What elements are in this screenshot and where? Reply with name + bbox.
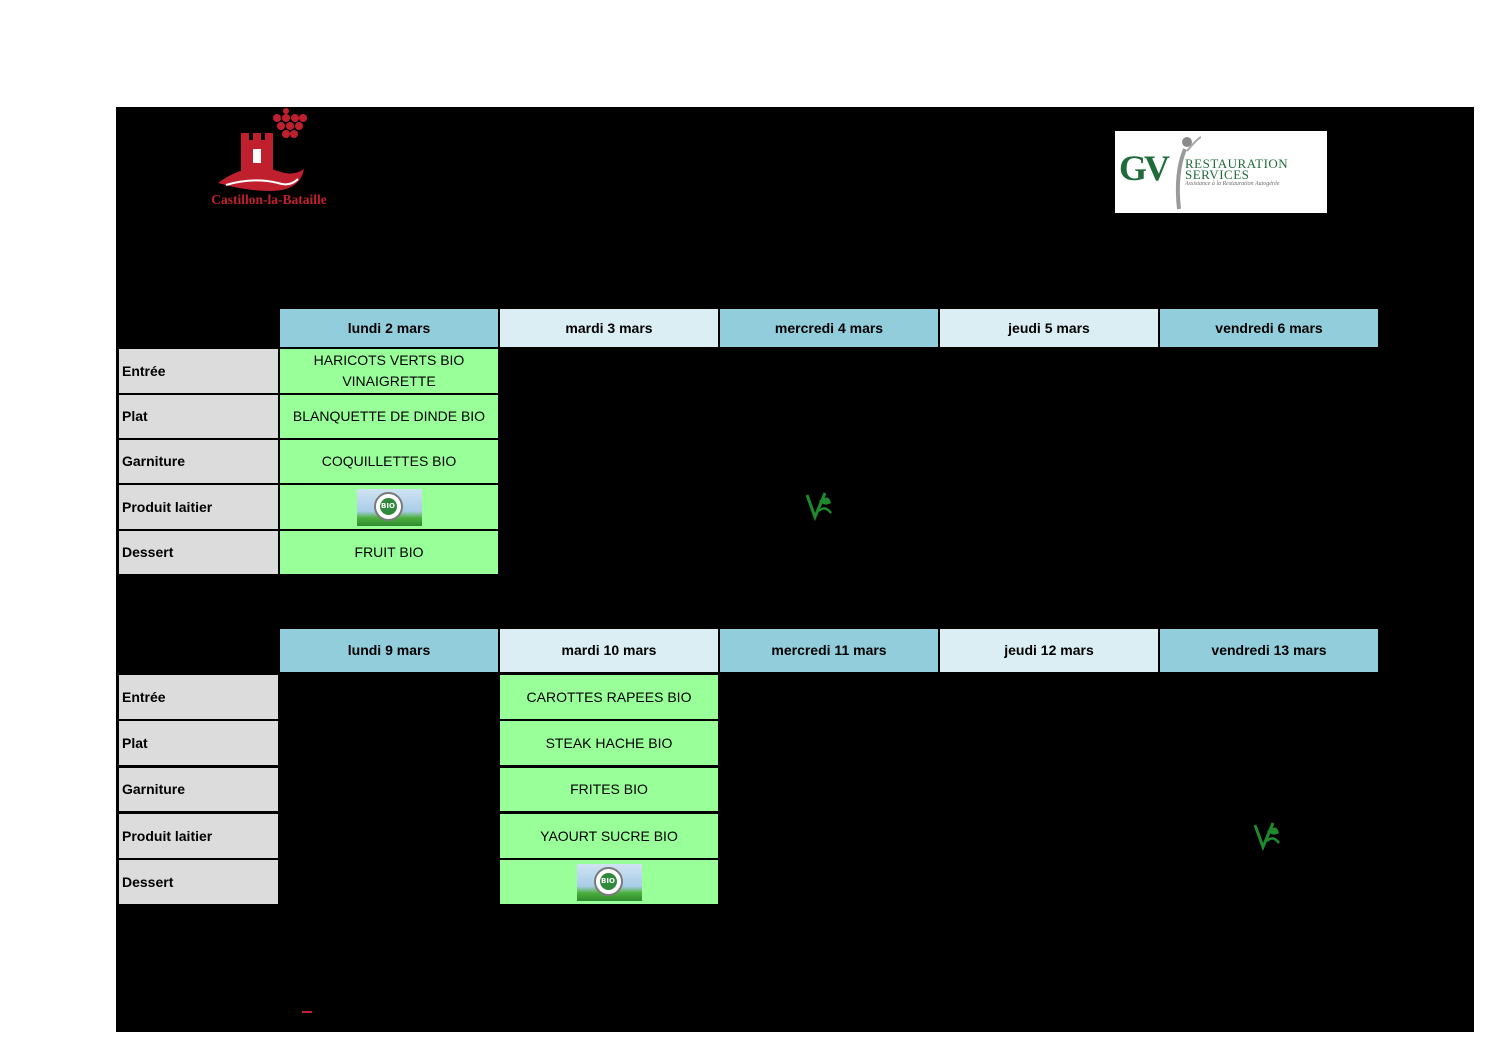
caterer-initials: GV: [1119, 148, 1170, 188]
week2-tue-garniture: FRITES BIO: [500, 768, 718, 811]
week1-day-wed: mercredi 4 mars: [720, 309, 938, 347]
week1-day-tue: mardi 3 mars: [500, 309, 718, 347]
week2-day-thu: jeudi 12 mars: [940, 629, 1158, 672]
vegetarian-leaf-icon: [1251, 817, 1283, 853]
week1-mon-entree-line1: HARICOTS VERTS BIO: [313, 352, 465, 368]
bio-badge-text: BIO: [599, 872, 617, 890]
week1-mon-laitier: BIO: [280, 485, 498, 529]
town-logo: Castillon-la-Bataille: [178, 105, 358, 211]
caterer-main: RESTAURATION: [1185, 156, 1289, 171]
bio-badge-text: BIO: [379, 497, 397, 515]
week1-label-laitier: Produit laitier: [119, 485, 278, 529]
week1-label-garniture: Garniture: [119, 440, 278, 483]
town-name: Castillon-la-Bataille: [211, 192, 327, 207]
bio-label-icon: BIO: [356, 488, 422, 526]
bio-label-icon: BIO: [576, 863, 642, 901]
week1-day-mon: lundi 2 mars: [280, 309, 498, 347]
week2-label-plat: Plat: [119, 721, 278, 765]
week1-label-dessert: Dessert: [119, 531, 278, 574]
caterer-tagline: Assistance à la Restauration Autogérée: [1185, 181, 1280, 187]
caterer-sub: SERVICES: [1185, 167, 1250, 182]
week2-label-laitier: Produit laitier: [119, 814, 278, 858]
week2-tue-plat: STEAK HACHE BIO: [500, 721, 718, 765]
week1-mon-plat: BLANQUETTE DE DINDE BIO: [280, 395, 498, 438]
week1-day-thu: jeudi 5 mars: [940, 309, 1158, 347]
week2-day-wed: mercredi 11 mars: [720, 629, 938, 672]
vegetarian-leaf-icon: [803, 487, 835, 523]
week1-mon-entree-line2: VINAIGRETTE: [342, 373, 436, 389]
week2-label-entree: Entrée: [119, 675, 278, 719]
week1-mon-garniture: COQUILLETTES BIO: [280, 440, 498, 483]
week2-tue-laitier: YAOURT SUCRE BIO: [500, 814, 718, 858]
week2-tue-entree: CAROTTES RAPEES BIO: [500, 675, 718, 719]
figure-swoosh-icon: [1175, 136, 1201, 210]
castle-logo-icon: [218, 108, 307, 191]
week1-day-fri: vendredi 6 mars: [1160, 309, 1378, 347]
week1-mon-entree: HARICOTS VERTS BIO VINAIGRETTE: [280, 349, 498, 393]
week1-mon-dessert: FRUIT BIO: [280, 531, 498, 574]
week2-tue-dessert: BIO: [500, 860, 718, 904]
week2-day-tue: mardi 10 mars: [500, 629, 718, 672]
week1-label-plat: Plat: [119, 395, 278, 438]
week1-label-entree: Entrée: [119, 349, 278, 393]
week2-label-garniture: Garniture: [119, 768, 278, 811]
decorative-mark: [302, 1011, 312, 1013]
week2-day-fri: vendredi 13 mars: [1160, 629, 1378, 672]
week2-label-dessert: Dessert: [119, 860, 278, 904]
week2-day-mon: lundi 9 mars: [280, 629, 498, 672]
caterer-logo: GV RESTAURATION SERVICES Assistance à la…: [1115, 131, 1327, 213]
